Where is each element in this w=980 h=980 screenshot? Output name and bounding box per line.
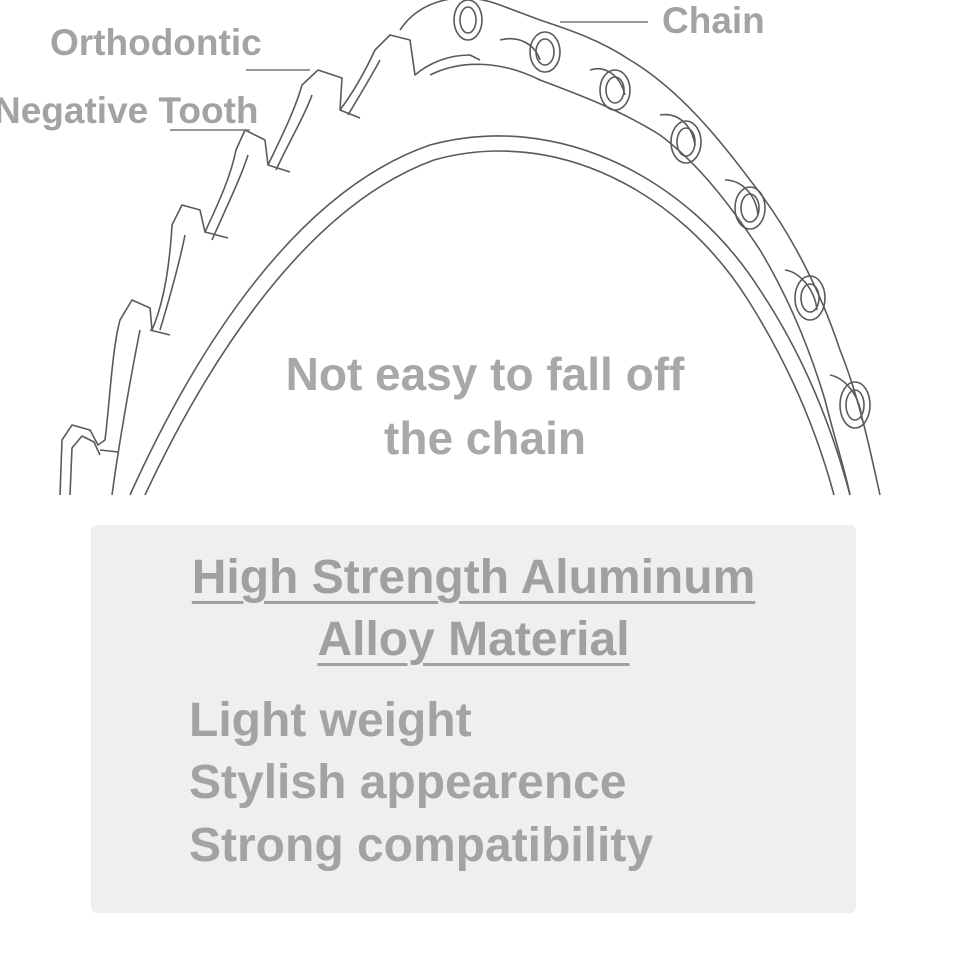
- feature-item: Strong compatibility: [189, 819, 654, 872]
- feature-item: Light weight: [189, 694, 472, 747]
- feature-item: Stylish appearence: [189, 756, 627, 809]
- center-note: Not easy to fall off the chain: [230, 342, 740, 470]
- center-note-line2: the chain: [384, 412, 586, 464]
- panel-title-line1: High Strength Aluminum: [191, 551, 756, 604]
- label-negative-tooth: Negative Tooth: [0, 90, 259, 131]
- chainring-inner-ring: [129, 135, 851, 496]
- feature-panel: High Strength Aluminum Alloy Material Li…: [91, 525, 856, 913]
- chainring-inner-ring-2: [144, 150, 835, 496]
- label-orthodontic: Orthodontic: [50, 22, 262, 63]
- chain-links: [399, 0, 881, 496]
- panel-title: High Strength Aluminum Alloy Material: [91, 547, 856, 671]
- panel-title-line2: Alloy Material: [317, 613, 630, 666]
- label-chain: Chain: [662, 0, 765, 41]
- center-note-line1: Not easy to fall off: [285, 348, 685, 400]
- chainring-chain-diagram: [59, 0, 881, 496]
- chainring-teeth: [59, 34, 481, 496]
